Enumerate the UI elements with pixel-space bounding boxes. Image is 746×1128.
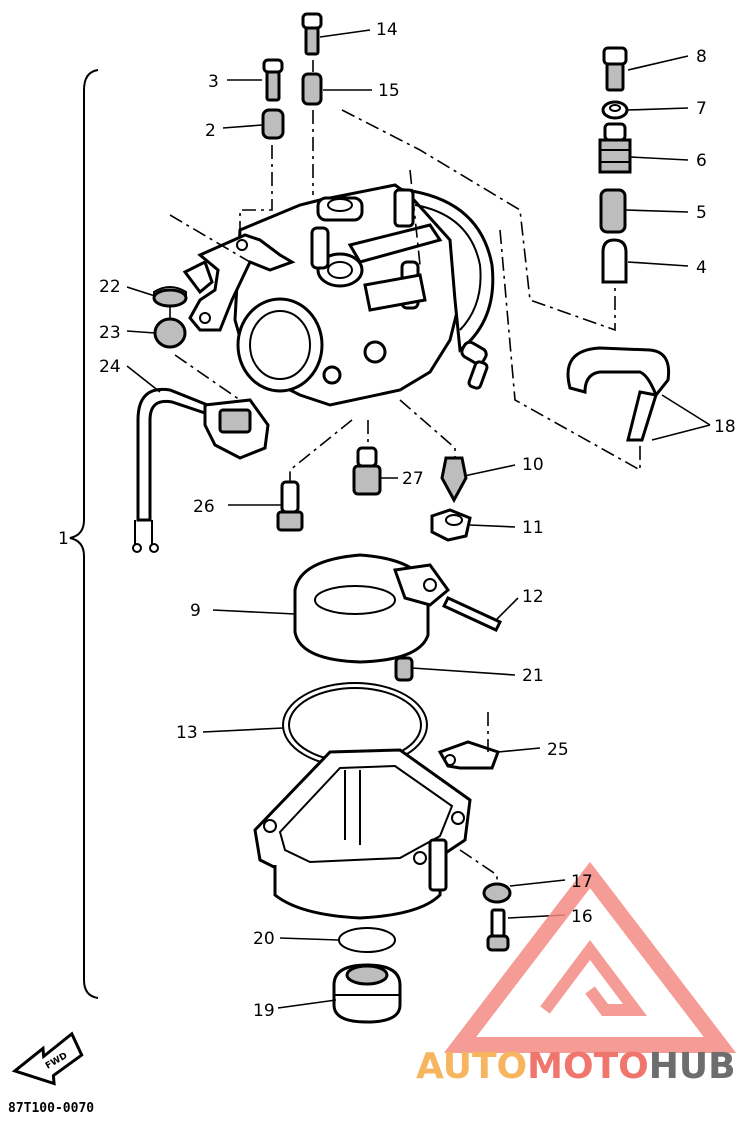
- label-16: 16: [571, 907, 593, 927]
- label-13: 13: [176, 723, 198, 743]
- label-5: 5: [696, 203, 707, 223]
- part-26-jet: [276, 480, 304, 532]
- watermark-auto: AUTO: [416, 1046, 527, 1087]
- label-1: 1: [58, 529, 69, 549]
- label-8: 8: [696, 47, 707, 67]
- label-3: 3: [208, 72, 219, 92]
- part-3-screw: [262, 58, 284, 102]
- label-9: 9: [190, 601, 201, 621]
- float-bowl: [253, 748, 472, 920]
- part-23-spring: [153, 317, 187, 349]
- part-19-drain-plug: [332, 963, 402, 1024]
- label-14: 14: [376, 20, 398, 40]
- label-25: 25: [547, 740, 569, 760]
- part-18-hose: [566, 346, 671, 442]
- part-5-spring: [599, 188, 627, 234]
- part-24-sensor-wire: [132, 387, 270, 553]
- figure-code: 87T100-0070: [8, 1101, 94, 1116]
- label-17: 17: [571, 872, 593, 892]
- part-20-oring: [338, 927, 396, 953]
- label-23: 23: [99, 323, 121, 343]
- part-2-spring: [261, 108, 285, 140]
- label-26: 26: [193, 497, 215, 517]
- label-12: 12: [522, 587, 544, 607]
- watermark-text: AUTOMOTOHUB: [416, 1046, 736, 1087]
- part-7-washer: [601, 100, 629, 120]
- part-14-screw: [301, 12, 323, 56]
- label-6: 6: [696, 151, 707, 171]
- part-8-screw: [602, 46, 628, 92]
- part-11-clip: [430, 508, 472, 542]
- label-22: 22: [99, 277, 121, 297]
- label-15: 15: [378, 81, 400, 101]
- label-4: 4: [696, 258, 707, 278]
- watermark-logo-triangle: [443, 861, 737, 1053]
- part-21-screw: [394, 656, 414, 682]
- label-27: 27: [402, 469, 424, 489]
- forward-arrow-icon: FWD: [11, 1031, 84, 1086]
- assembly-bracket: [69, 69, 99, 999]
- part-25-bracket: [437, 740, 500, 770]
- label-18: 18: [714, 417, 736, 437]
- assembly-guide-lines: [169, 60, 641, 885]
- label-10: 10: [522, 455, 544, 475]
- label-19: 19: [253, 1001, 275, 1021]
- part-9-float: [293, 553, 451, 664]
- label-2: 2: [205, 121, 216, 141]
- part-12-pin: [441, 596, 503, 632]
- part-10-needle-valve: [440, 456, 468, 504]
- part-16-screw: [486, 908, 510, 952]
- label-7: 7: [696, 99, 707, 119]
- part-22-cap: [152, 286, 188, 308]
- watermark-moto: MOTO: [527, 1046, 649, 1087]
- part-6-jet-holder: [598, 122, 632, 174]
- label-20: 20: [253, 929, 275, 949]
- part-15-spring: [301, 72, 323, 106]
- part-17-washer: [482, 882, 512, 904]
- carburetor-body: [182, 183, 495, 407]
- part-labels: 1 2 3 4 5 6 7 8 9 10 11 12 13 14 15 16 1…: [58, 20, 736, 1021]
- part-4-needle: [601, 238, 628, 284]
- part-27-pilot-jet: [352, 446, 382, 496]
- label-11: 11: [522, 518, 544, 538]
- label-21: 21: [522, 666, 544, 686]
- label-24: 24: [99, 357, 121, 377]
- watermark-hub: HUB: [649, 1046, 736, 1087]
